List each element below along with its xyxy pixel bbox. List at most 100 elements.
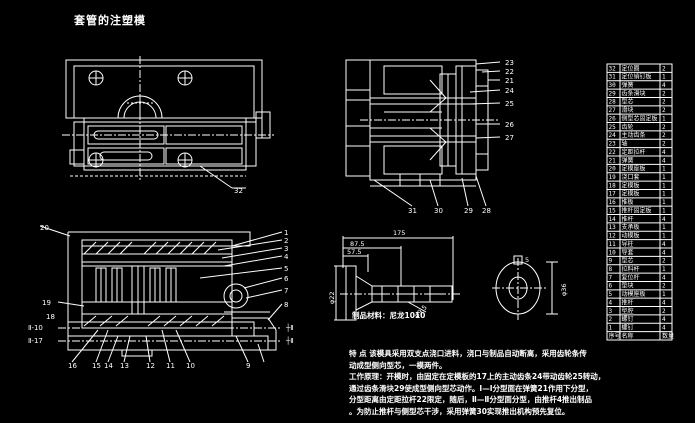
section-mark-right-2: ┼Ⅱ: [285, 336, 294, 345]
label-5: 5: [284, 265, 288, 273]
label-9: 9: [246, 362, 250, 370]
dim-87-5: 87.5: [350, 240, 364, 248]
table-cell-name: 齿条滑块: [622, 89, 646, 97]
table-cell-no: 13: [609, 224, 617, 231]
table-cell-qty: 4: [662, 149, 666, 156]
table-cell-name: 垫块: [622, 282, 634, 290]
table-cell-qty: 1: [662, 224, 666, 231]
table-cell-no: 3: [609, 308, 613, 315]
table-cell-qty: 1: [662, 166, 666, 173]
table-cell-qty: 4: [662, 299, 666, 306]
table-cell-no: 18: [609, 182, 617, 189]
dim-phi36: φ36: [560, 283, 568, 296]
label-1: 1: [284, 229, 288, 237]
table-cell-qty: 4: [662, 325, 666, 332]
table-cell-qty: 2: [662, 107, 666, 114]
table-cell-qty: 1: [662, 115, 666, 122]
label-8: 8: [284, 301, 288, 309]
table-cell-qty: 4: [662, 82, 666, 89]
table-cell-no: 24: [609, 132, 617, 139]
table-cell-no: 12: [609, 233, 617, 240]
label-24: 24: [505, 87, 514, 95]
note-line: 动成型侧向型芯，一模两件。: [349, 360, 447, 370]
table-cell-name: 弹簧: [622, 81, 634, 89]
label-4: 4: [284, 253, 289, 261]
table-cell-name: 型芯: [622, 98, 634, 106]
table-cell-name: 滑块: [622, 106, 634, 114]
table-cell-no: 8: [609, 266, 613, 273]
label-12: 12: [146, 362, 155, 370]
material-note: 制品材料：尼龙1010: [352, 311, 426, 320]
table-cell-no: 2: [609, 316, 613, 323]
table-cell-name: 定距拉杆: [622, 148, 646, 156]
label-7: 7: [284, 287, 288, 295]
label-2: 2: [284, 237, 288, 245]
table-cell-name: 型芯: [622, 257, 634, 265]
table-cell-qty: 1: [662, 233, 666, 240]
table-cell-name: 推杆: [622, 298, 634, 306]
table-cell-no: 4: [609, 299, 613, 306]
table-cell-name: 定位销钉板: [622, 73, 652, 81]
label-6: 6: [284, 275, 289, 283]
table-cell-no: 序号: [609, 332, 621, 340]
table-cell-no: 7: [609, 274, 613, 281]
table-cell-no: 25: [609, 124, 617, 131]
table-cell-name: 浇口套: [622, 173, 640, 181]
dim-57-5: 57.5: [347, 248, 361, 256]
table-cell-qty: 数量: [662, 332, 674, 340]
view-labels: 32 23 22 21 24 25 26 27 31 30 29 28 20 1…: [28, 59, 514, 370]
table-cell-qty: 1: [662, 291, 666, 298]
table-cell-no: 16: [609, 199, 617, 206]
label-3: 3: [284, 245, 288, 253]
table-cell-no: 1: [609, 325, 613, 332]
table-cell-no: 14: [609, 216, 617, 223]
technical-notes: 特 点 该模具采用双支点浇口进料，浇口与制品自动断离，采用齿轮条传 动成型侧向型…: [349, 348, 679, 417]
label-28: 28: [482, 207, 491, 215]
table-cell-name: 定模座板: [622, 165, 646, 173]
table-cell-qty: 2: [662, 308, 666, 315]
table-cell-qty: 2: [662, 141, 666, 148]
dim-overall: 175: [393, 229, 405, 237]
note-line: 特 点 该模具采用双支点浇口进料，浇口与制品自动断离，采用齿轮条传: [349, 349, 587, 358]
table-cell-no: 17: [609, 191, 617, 198]
table-cell-no: 27: [609, 107, 617, 114]
table-cell-name: 动模板: [622, 232, 640, 240]
label-18: 18: [46, 313, 55, 321]
table-cell-no: 23: [609, 141, 617, 148]
label-21: 21: [505, 77, 514, 85]
label-13: 13: [120, 362, 129, 370]
section-mark-right-1: ┼Ⅱ: [285, 323, 294, 332]
table-cell-qty: 2: [662, 258, 666, 265]
section-mark-left-1: Ⅱ-10: [28, 324, 43, 332]
label-11: 11: [166, 362, 175, 370]
drawing-title: 套管的注塑模: [74, 14, 146, 27]
table-cell-name: 螺钉: [622, 315, 634, 323]
table-cell-no: 29: [609, 90, 617, 97]
table-cell-qty: 1: [662, 207, 666, 214]
table-cell-qty: 4: [662, 316, 666, 323]
table-cell-no: 11: [609, 241, 617, 248]
note-line: 。为防止推杆与侧型芯干涉，采用弹簧30实现推出机构预先复位。: [349, 406, 570, 416]
label-16: 16: [68, 362, 77, 370]
table-cell-name: 弹簧: [622, 156, 634, 164]
table-cell-name: 定位圈: [622, 64, 640, 72]
note-line: 通过齿条滑块29使成型侧向型芯动作。Ⅰ—Ⅰ分型面在弹簧21作用下分型，: [349, 383, 593, 393]
table-cell-qty: 4: [662, 157, 666, 164]
label-26: 26: [505, 121, 514, 129]
front-section-view: [39, 225, 283, 363]
table-cell-qty: 1: [662, 191, 666, 198]
table-cell-qty: 4: [662, 216, 666, 223]
label-14: 14: [104, 362, 113, 370]
table-cell-qty: 1: [662, 182, 666, 189]
table-cell-no: 28: [609, 99, 617, 106]
table-cell-name: 导柱: [622, 240, 634, 248]
table-cell-qty: 2: [662, 65, 666, 72]
table-cell-name: 支承板: [622, 223, 640, 231]
table-cell-no: 19: [609, 174, 617, 181]
table-cell-qty: 2: [662, 90, 666, 97]
table-cell-qty: 1: [662, 199, 666, 206]
label-25: 25: [505, 100, 514, 108]
label-20: 20: [40, 224, 49, 232]
table-cell-name: 轴: [622, 140, 628, 148]
table-cell-name: 名称: [622, 332, 634, 340]
